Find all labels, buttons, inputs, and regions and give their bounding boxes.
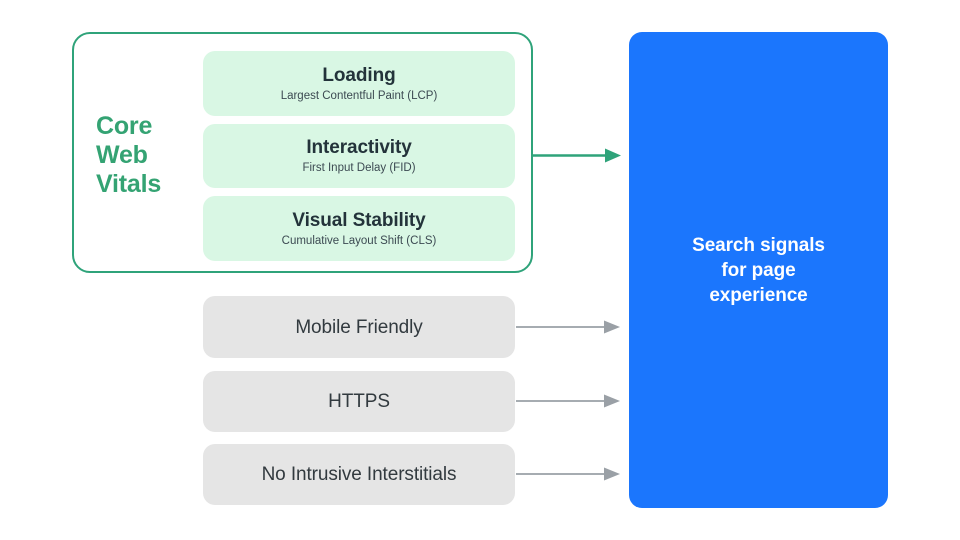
metric-subtitle: Cumulative Layout Shift (CLS) bbox=[281, 234, 437, 247]
metric-title: Interactivity bbox=[306, 137, 412, 158]
signal-card-no-intrusive-interstitials: No Intrusive Interstitials bbox=[203, 444, 515, 505]
core-web-vitals-group bbox=[72, 32, 533, 273]
signal-label: Mobile Friendly bbox=[295, 316, 423, 338]
metric-title: Visual Stability bbox=[292, 209, 426, 231]
search-signals-box: Search signals for page experience bbox=[629, 32, 888, 508]
signal-card-https: HTTPS bbox=[203, 371, 515, 432]
metric-subtitle: First Input Delay (FID) bbox=[302, 162, 416, 174]
search-signals-label: Search signals for page experience bbox=[692, 234, 825, 306]
core-web-vitals-arrow bbox=[533, 148, 621, 163]
https-arrow bbox=[516, 394, 620, 408]
metric-card-visual-stability: Visual Stability Cumulative Layout Shift… bbox=[203, 196, 515, 261]
metric-title: Loading bbox=[322, 64, 396, 86]
interstitials-arrow bbox=[516, 467, 620, 481]
signal-label: HTTPS bbox=[328, 391, 390, 412]
signal-card-mobile-friendly: Mobile Friendly bbox=[203, 296, 515, 358]
mobile-friendly-arrow bbox=[516, 320, 620, 334]
core-web-vitals-label: Core Web Vitals bbox=[96, 112, 162, 198]
metric-card-loading: Loading Largest Contentful Paint (LCP) bbox=[203, 51, 515, 116]
signal-label: No Intrusive Interstitials bbox=[261, 464, 457, 485]
metric-card-interactivity: Interactivity First Input Delay (FID) bbox=[203, 124, 515, 188]
metric-subtitle: Largest Contentful Paint (LCP) bbox=[280, 89, 438, 102]
